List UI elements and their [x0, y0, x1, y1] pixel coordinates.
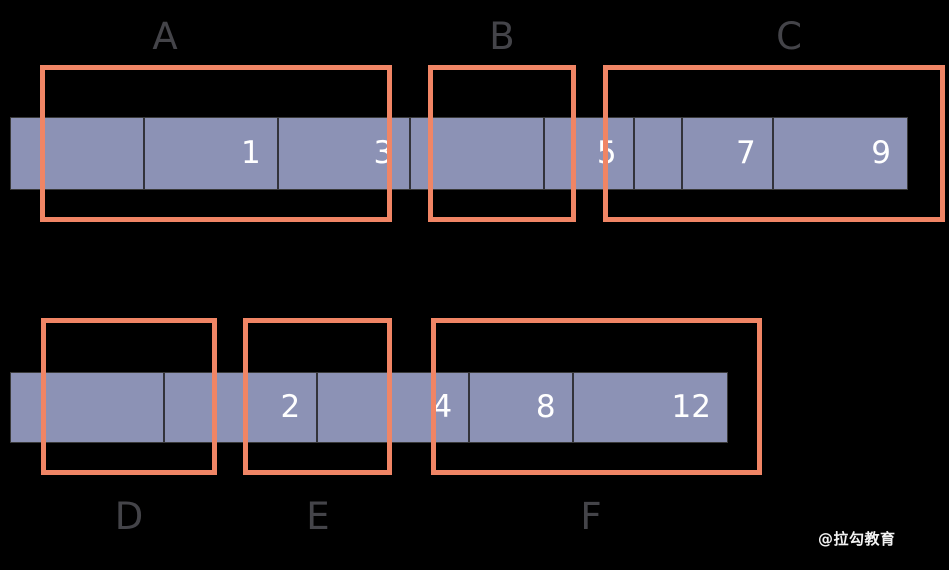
selection-box-f[interactable] — [431, 318, 762, 475]
memory-cell-value: 7 — [683, 118, 774, 189]
memory-cell-value: 12 — [671, 389, 711, 425]
group-label-c: C — [776, 15, 802, 58]
selection-box-d[interactable] — [41, 318, 217, 475]
memory-cell-value: 9 — [871, 135, 891, 171]
memory-cell-value: 8 — [470, 373, 574, 442]
memory-cell-value: 4 — [318, 373, 471, 442]
memory-cell-empty — [11, 118, 145, 189]
group-label-b: B — [489, 15, 515, 58]
selection-box-c[interactable] — [603, 65, 945, 222]
memory-cell-value: 2 — [165, 373, 319, 442]
group-label-a: A — [152, 15, 178, 58]
memory-cell-empty — [411, 118, 546, 189]
memory-cell-empty — [635, 118, 683, 189]
group-label-f: F — [580, 495, 602, 538]
selection-box-a[interactable] — [40, 65, 392, 222]
watermark: @拉勾教育 — [818, 530, 896, 548]
group-label-e: E — [306, 495, 330, 538]
selection-box-e[interactable] — [243, 318, 392, 475]
memory-cell-value: 1 — [145, 118, 279, 189]
selection-box-b[interactable] — [428, 65, 576, 222]
memory-cell-empty — [11, 373, 165, 442]
group-label-d: D — [114, 495, 144, 538]
